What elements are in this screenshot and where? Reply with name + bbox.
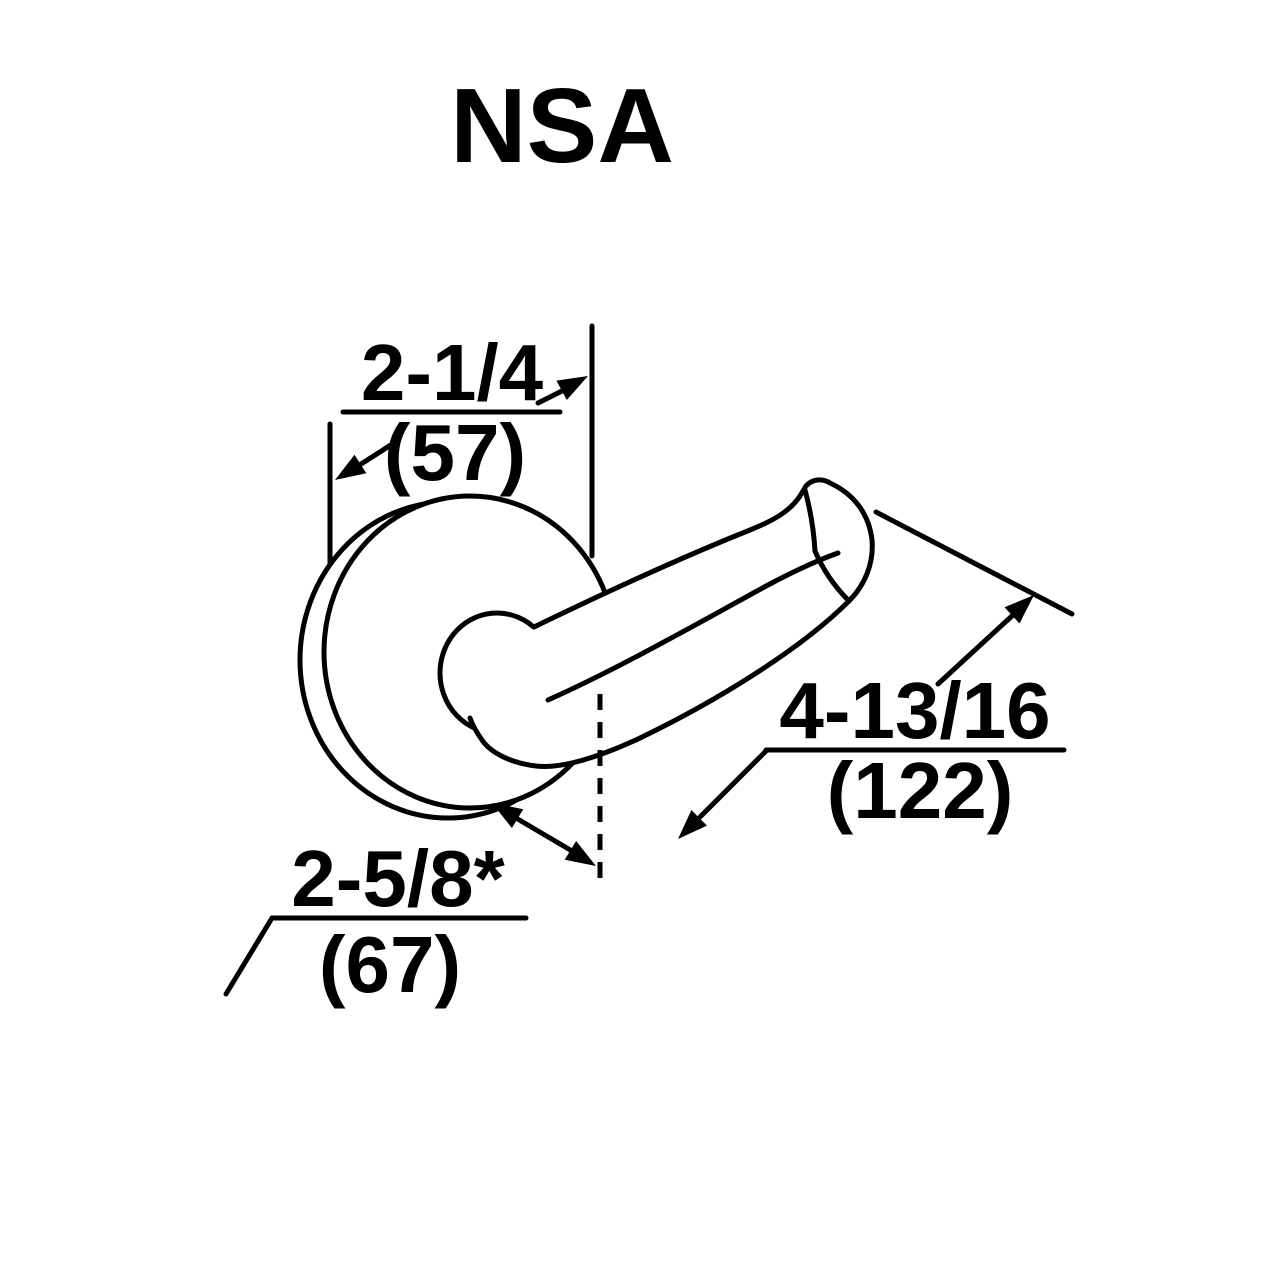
projection-arrow-shaft	[513, 815, 575, 854]
arrow-shaft-up-right	[935, 612, 1016, 687]
projection-inches-label: 2-5/8*	[291, 834, 505, 923]
lever-length-mm-label: (122)	[827, 746, 1014, 835]
arrow-shaft-left	[355, 438, 400, 469]
lever-facet-line	[545, 550, 841, 703]
arrowhead-down-left-icon	[678, 810, 707, 839]
arrowhead-centerline-icon	[564, 841, 596, 866]
arrowhead-up-right-icon	[1004, 595, 1034, 624]
arrowhead-rose-icon	[492, 803, 524, 828]
dimension-lever-length: 4-13/16 (122)	[678, 509, 1075, 839]
arrowhead-left-icon	[335, 454, 367, 480]
lever-tip-inner-edge	[812, 548, 852, 604]
rose-diameter-inches-label: 2-1/4	[361, 328, 544, 417]
lever-handle-drawing	[297, 477, 875, 821]
dimension-rose-diameter: 2-1/4 (57)	[327, 323, 595, 591]
rose-diameter-mm-label: (57)	[384, 408, 526, 497]
leader-line-projection	[223, 915, 275, 997]
arrow-shaft-down-left	[697, 748, 769, 820]
arrow-shaft-right	[535, 387, 567, 406]
arrowhead-right-icon	[556, 376, 588, 400]
dimension-projection: 2-5/8* (67)	[223, 803, 596, 1009]
lever-length-inches-label: 4-13/16	[779, 666, 1050, 755]
lever-body-outline	[467, 477, 875, 769]
projection-mm-label: (67)	[319, 920, 461, 1009]
lever-body-fill	[470, 479, 873, 767]
diagram-title: NSA	[450, 67, 674, 185]
lever-tip-crease	[802, 487, 818, 554]
extension-line-tip	[873, 509, 1075, 617]
